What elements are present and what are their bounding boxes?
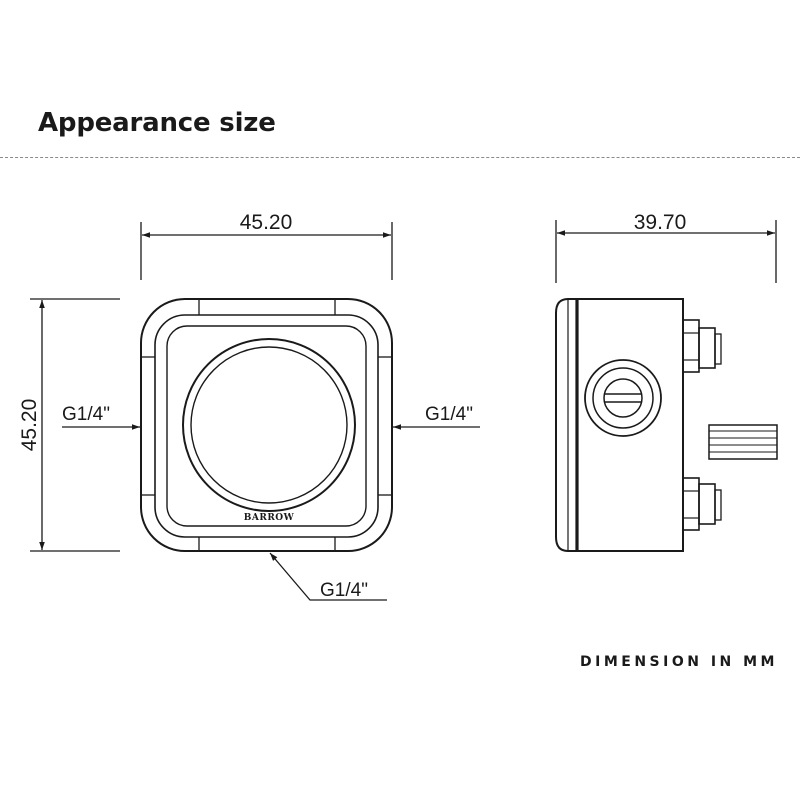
right-port-label: G1/4" [425,404,473,425]
section-divider [0,157,800,158]
body-inner-frame [154,314,379,538]
body-outer-outline [140,298,393,552]
side-port-plug [603,378,643,418]
side-depth-label: 39.70 [634,211,687,234]
units-note: DIMENSION IN MM [580,654,778,670]
bottom-port-leader [269,552,387,601]
page-title: Appearance size [38,108,276,138]
front-view [30,222,480,601]
side-view [555,220,778,552]
body-inner-face [166,325,367,527]
side-port-outer [584,359,662,437]
bottom-port-label: G1/4" [320,580,368,601]
front-height-label: 45.20 [18,399,41,452]
center-port-inner [190,346,348,504]
cable-connector [708,424,778,460]
center-port-outer [182,338,356,512]
left-port-label: G1/4" [62,404,110,425]
side-body-outline [555,298,684,552]
brand-logo-text: BARROW [244,513,295,523]
front-width-label: 45.20 [240,211,293,234]
side-port-inner [592,367,654,429]
